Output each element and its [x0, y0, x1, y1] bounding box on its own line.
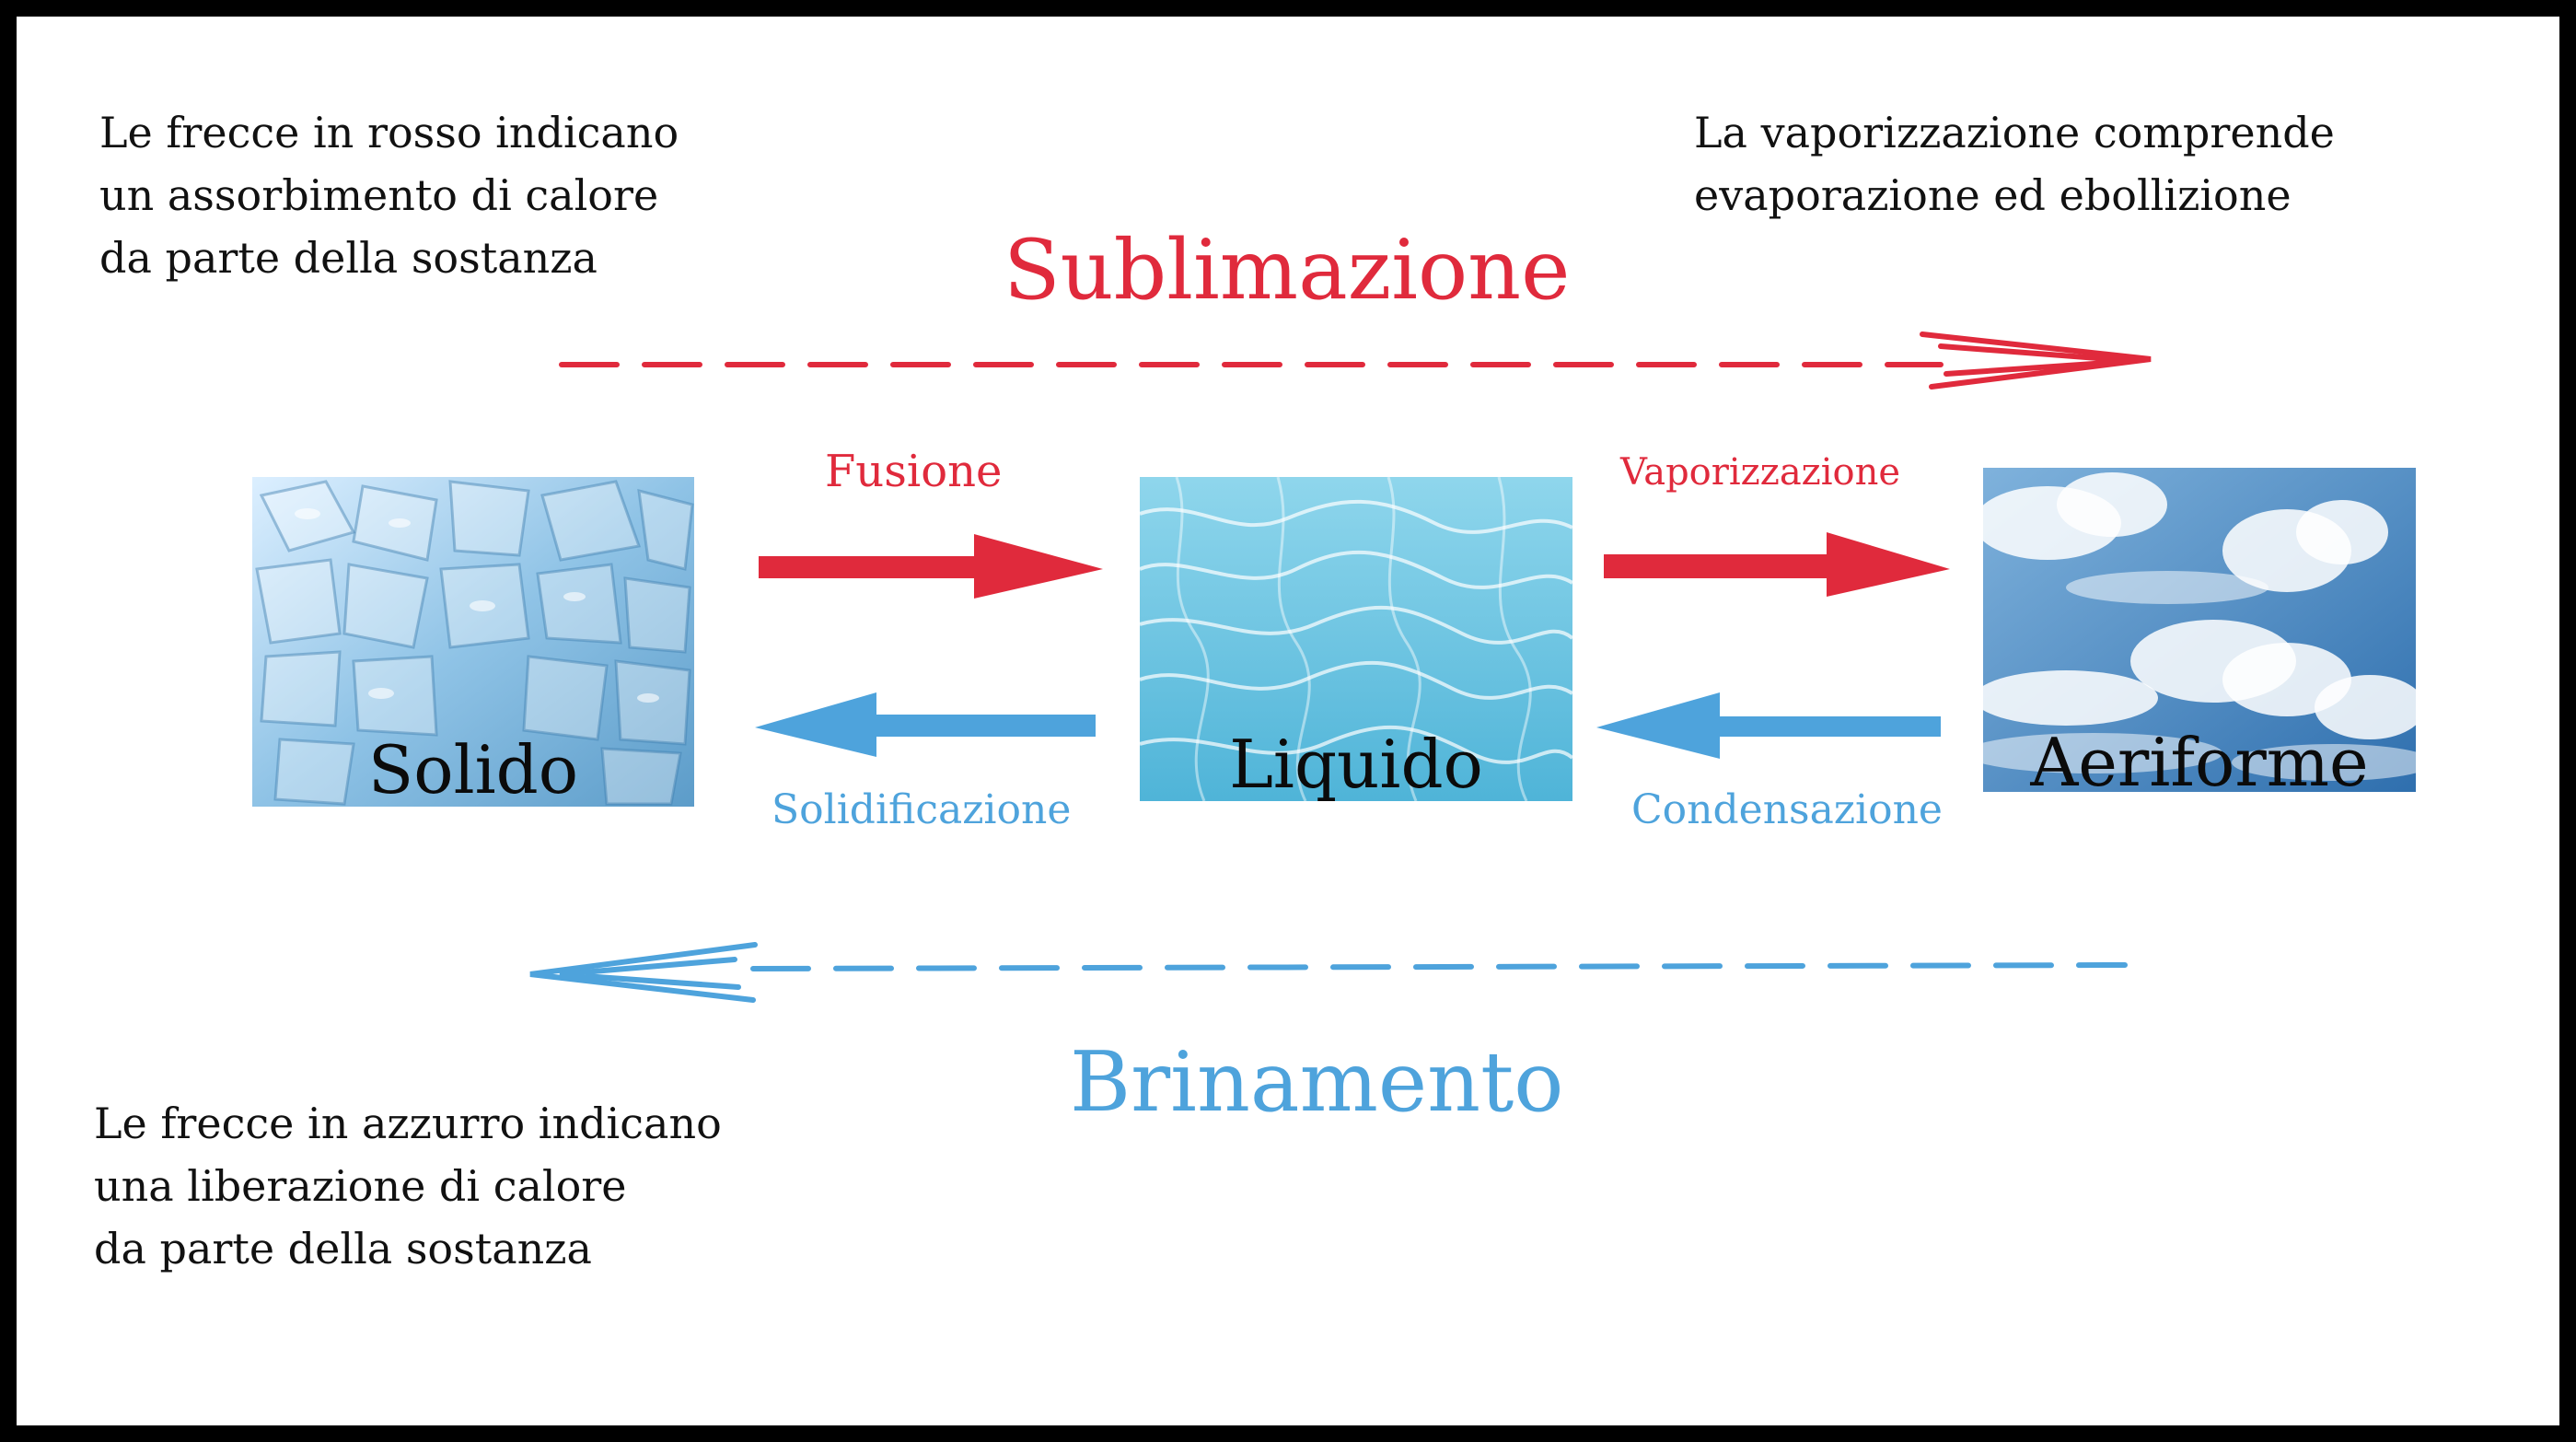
fusion-label: Fusione: [825, 446, 1003, 497]
solid-state-box: Solido: [252, 477, 694, 807]
solidification-arrow: [755, 692, 1096, 757]
gas-label: Aeriforme: [2030, 724, 2369, 792]
liquid-label: Liquido: [1229, 726, 1483, 801]
condensation-label: Condensazione: [1631, 786, 1943, 833]
sublimation-label: Sublimazione: [1004, 222, 1571, 319]
clouds-sky-image: [1983, 468, 2416, 792]
arrows-layer: [529, 331, 2152, 1003]
ice-cubes-image: [252, 477, 694, 807]
fusion-arrow: [759, 534, 1103, 599]
vaporization-note: La vaporizzazione comprende evaporazione…: [1694, 108, 2335, 220]
diagram-canvas: Le frecce in rosso indicano un assorbime…: [17, 17, 2559, 1425]
deposition-label: Brinamento: [1070, 1034, 1564, 1131]
liquid-state-box: Liquido: [1140, 477, 1572, 801]
deposition-dashed-arrow: [529, 942, 2128, 1003]
solidification-label: Solidificazione: [772, 786, 1072, 833]
sublimation-dashed-arrow: [559, 331, 2152, 390]
solid-label: Solido: [367, 731, 579, 807]
vaporization-arrow: [1604, 532, 1950, 597]
red-arrows-note: Le frecce in rosso indicano un assorbime…: [99, 108, 679, 283]
blue-arrows-note: Le frecce in azzurro indicano una libera…: [94, 1099, 722, 1273]
condensation-arrow: [1596, 692, 1941, 759]
water-surface-image: [1140, 477, 1572, 801]
gas-state-box: Aeriforme: [1983, 468, 2416, 792]
vaporization-label: Vaporizzazione: [1620, 451, 1901, 494]
